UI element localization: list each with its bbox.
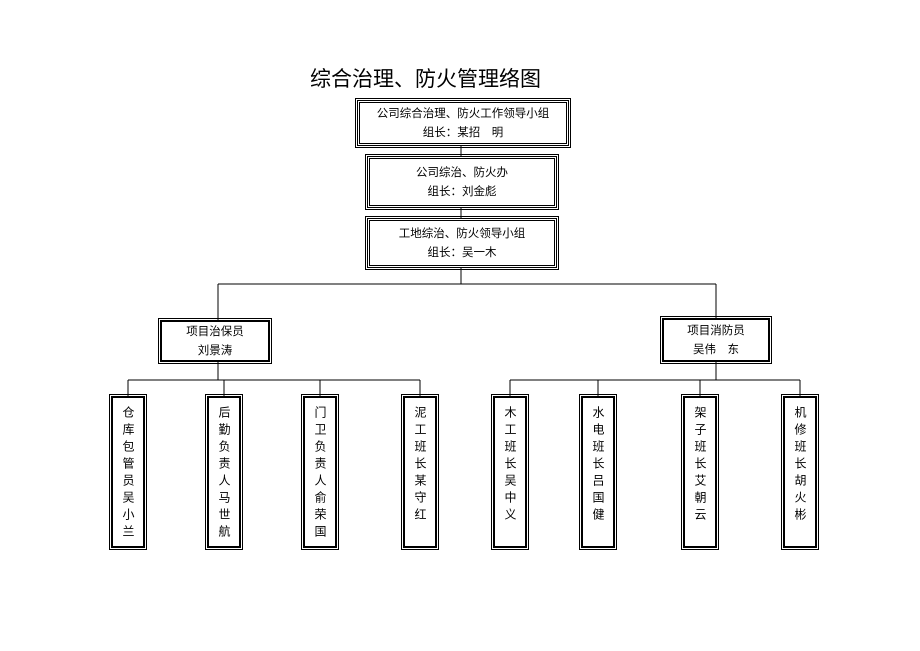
team-box-plumbing-electric: 水电班长吕国健 [579, 394, 617, 550]
team-label: 门卫负责人俞荣国 [313, 406, 327, 542]
office-name: 公司综治、防火办 [416, 165, 508, 179]
fire-officer-name: 吴伟 东 [693, 342, 739, 356]
fire-officer-title: 项目消防员 [687, 323, 745, 337]
team-box-scaffolding: 架子班长艾朝云 [681, 394, 719, 550]
leading-group-box: 公司综合治理、防火工作领导小组 组长：某招 明 [355, 98, 571, 148]
team-label: 仓库包管员吴小兰 [121, 406, 135, 542]
office-box: 公司综治、防火办 组长：刘金彪 [365, 154, 559, 210]
security-officer-box: 项目治保员 刘景涛 [158, 318, 272, 364]
team-label: 架子班长艾朝云 [693, 406, 707, 525]
fire-officer-box: 项目消防员 吴伟 东 [660, 316, 772, 364]
team-box-warehouse: 仓库包管员吴小兰 [109, 394, 147, 550]
leading-group-name: 公司综合治理、防火工作领导小组 [376, 106, 550, 120]
security-officer-name: 刘景涛 [197, 343, 233, 357]
security-officer-title: 项目治保员 [186, 324, 244, 338]
team-label: 木工班长吴中义 [503, 406, 517, 525]
team-box-masonry: 泥工班长某守红 [401, 394, 439, 550]
team-label: 泥工班长某守红 [413, 406, 427, 525]
team-label: 后勤负责人马世航 [217, 406, 231, 542]
page-title: 综合治理、防火管理络图 [310, 67, 541, 91]
site-group-leader: 组长：吴一木 [427, 245, 497, 259]
team-label: 机修班长胡火彬 [793, 406, 807, 525]
team-box-gatekeeper: 门卫负责人俞荣国 [301, 394, 339, 550]
office-leader: 组长：刘金彪 [427, 184, 497, 198]
team-box-carpentry: 木工班长吴中义 [491, 394, 529, 550]
site-group-box: 工地综治、防火领导小组 组长：吴一木 [365, 216, 559, 270]
team-label: 水电班长吕国健 [591, 406, 605, 525]
leading-group-leader: 组长：某招 明 [422, 125, 504, 139]
site-group-name: 工地综治、防火领导小组 [398, 226, 526, 240]
team-box-maintenance: 机修班长胡火彬 [781, 394, 819, 550]
team-box-logistics: 后勤负责人马世航 [205, 394, 243, 550]
